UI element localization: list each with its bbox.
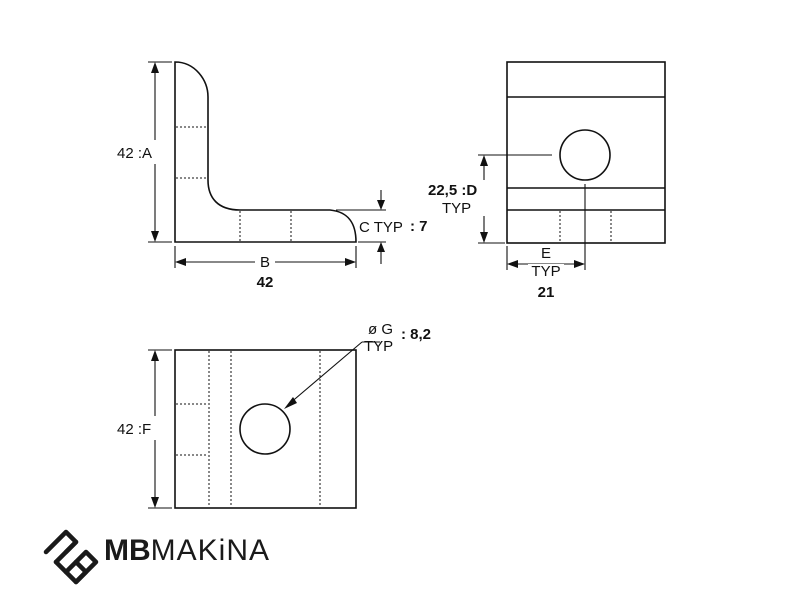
brand-name-light: MAKiNA [151, 534, 270, 567]
top-view-hole [239, 403, 291, 455]
side-view-hidden-lines [559, 211, 612, 242]
dimension-f: 42 :F [112, 349, 172, 509]
front-view-outline [174, 61, 357, 243]
dimension-d-typ: TYP [442, 200, 471, 217]
dimension-b-label: B [260, 254, 270, 271]
logo-mark-icon [43, 529, 99, 585]
dimension-g: ø G TYP : 8,2 [284, 321, 431, 409]
dimension-e: E TYP 21 [506, 245, 585, 301]
dimension-e-value: 21 [538, 284, 555, 301]
dimension-a: 42 :A [112, 61, 172, 243]
dimension-a-label: 42 :A [117, 145, 152, 162]
front-view-hidden-lines [176, 126, 292, 241]
dimension-e-typ: TYP [531, 263, 560, 280]
brand-logo: MBMAKiNA [43, 529, 270, 585]
dimension-d: 22,5 :D TYP [425, 154, 552, 244]
side-view-hole [559, 129, 611, 181]
dimension-g-label: ø G [368, 321, 393, 338]
brand-name: MBMAKiNA [104, 534, 270, 567]
dimension-e-label: E [541, 245, 551, 262]
top-view: 42 :F ø G TYP : 8,2 [112, 321, 431, 509]
dimension-c: C TYP : 7 [336, 190, 428, 264]
dimension-b-value: 42 [257, 274, 274, 291]
dimension-c-label: C TYP [359, 219, 403, 236]
dimension-f-label: 42 :F [117, 421, 151, 438]
dimension-b: B 42 [174, 246, 357, 291]
dimension-d-value: 22,5 :D [428, 182, 477, 199]
top-view-outline [174, 349, 357, 509]
dimension-c-value: : 7 [410, 218, 428, 235]
side-view-outline [506, 61, 666, 244]
dimension-g-typ: TYP [364, 338, 393, 355]
side-view: 22,5 :D TYP E TYP 21 [425, 61, 666, 301]
front-view: 42 :A B 42 C TYP : 7 [112, 61, 428, 291]
top-view-hidden-lines [176, 351, 321, 507]
dimension-g-value: : 8,2 [401, 326, 431, 343]
brand-name-bold: MB [104, 534, 151, 567]
